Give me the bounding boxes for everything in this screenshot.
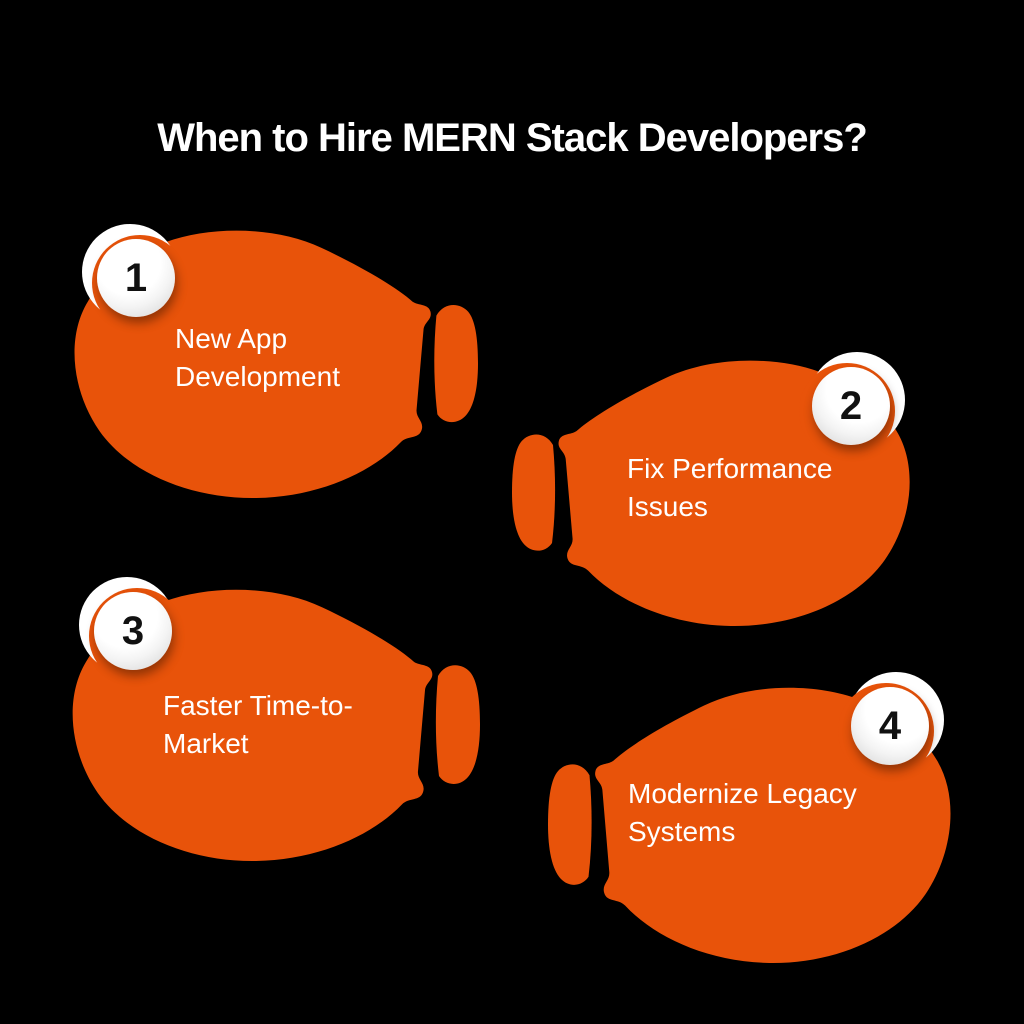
badge-circle: 1 [97,239,175,317]
step-number: 2 [839,384,863,428]
page-title: When to Hire MERN Stack Developers? [157,116,868,160]
badge-circle: 3 [94,592,172,670]
bulb-cap-shape [548,764,592,885]
step-number: 4 [878,704,902,748]
badge-circle: 4 [851,687,929,765]
info-item-4: 4 Modernize Legacy Systems [548,672,963,965]
step-number: 1 [124,256,148,300]
badge-circle: 2 [812,367,890,445]
item-label: Modernize Legacy Systems [628,778,857,847]
step-badge: 3 [79,577,185,684]
info-item-2: 2 Fix Performance Issues [512,352,922,628]
step-badge: 1 [82,224,188,331]
step-badge: 4 [838,672,944,779]
bulb-cap-shape [512,434,556,551]
bulb-cap-shape [435,665,480,784]
info-item-1: 1 New App Development [62,224,478,500]
bulb-cap-shape [434,305,478,423]
step-number: 3 [121,609,145,653]
info-item-3: 3 Faster Time-to- Market [60,577,480,863]
item-label: Faster Time-to- Market [163,690,353,759]
item-label: Fix Performance Issues [627,453,833,522]
step-badge: 2 [799,352,905,459]
item-label: New App Development [175,323,340,392]
